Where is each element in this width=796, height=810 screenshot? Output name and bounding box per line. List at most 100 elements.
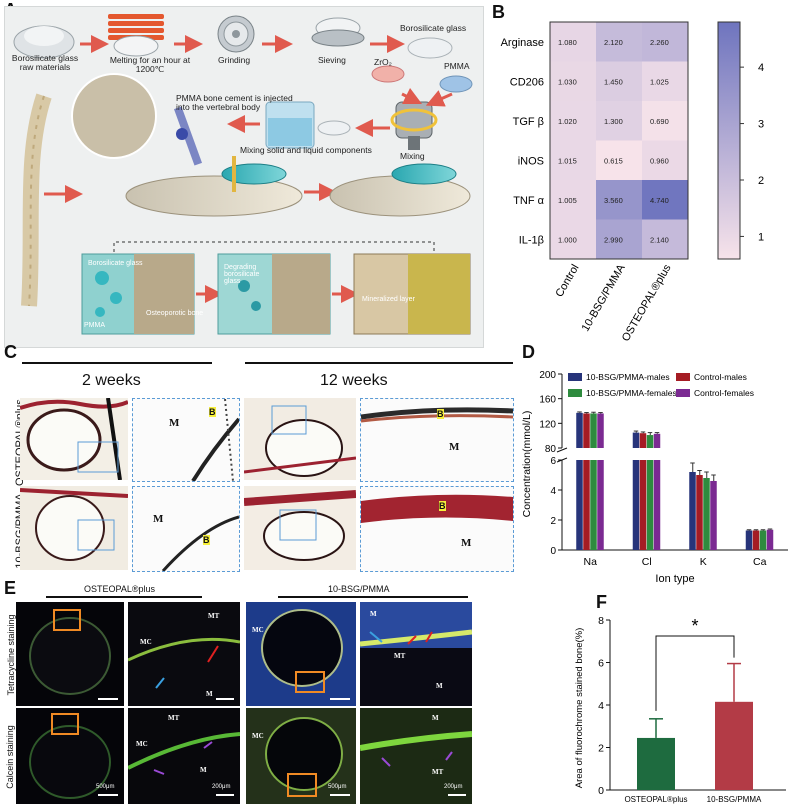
heatmap-cell-value: 2.990 — [604, 235, 623, 244]
scale-500: 500μm — [96, 784, 115, 790]
col1-title: 2 weeks — [82, 372, 141, 389]
e-group1-rule — [46, 596, 202, 598]
ion-concentration-chart: 801201602000246Concentration(mmol/L)Ion … — [521, 370, 788, 585]
heatmap-cell — [596, 180, 642, 220]
scale-200: 200μm — [444, 784, 463, 790]
legend-swatch — [676, 373, 690, 381]
histology-12w-osteopal — [244, 398, 356, 480]
histology-2w-bsg — [20, 486, 128, 570]
bar — [583, 413, 590, 448]
mc-label: MC — [252, 732, 264, 740]
y-tick-label: 160 — [539, 395, 556, 406]
e-group1-title: OSTEOPAL®plus — [84, 584, 155, 594]
mt-label: MT — [208, 612, 220, 620]
histology-2w-bsg-zoom: M B — [132, 486, 240, 572]
histology-2w-osteopal-zoom: M B — [132, 398, 240, 482]
bone-label: B — [209, 407, 216, 417]
m-label: M — [200, 766, 207, 774]
bar — [689, 472, 696, 550]
mixing-label: Mixing — [400, 151, 425, 161]
m-label: M — [436, 682, 443, 690]
heatmap-cell-value: 1.080 — [558, 38, 577, 47]
sieving-label: Sieving — [318, 55, 346, 65]
y-tick-label: 8 — [598, 615, 604, 627]
heatmap-row-label: Arginase — [501, 37, 544, 49]
heatmap-cell-value: 1.005 — [558, 196, 577, 205]
furnace-coils — [108, 14, 164, 57]
heatmap-cell-value: 2.120 — [604, 38, 623, 47]
heatmap-cell-value: 1.025 — [650, 77, 669, 86]
heatmap-cell-value: 0.960 — [650, 156, 669, 165]
mixing-solid-label: Mixing solid and liquid components — [240, 145, 372, 155]
heatmap-cell-value: 1.015 — [558, 156, 577, 165]
y-axis-label: Area of fluorochrome stained bone(%) — [574, 628, 585, 789]
zro2-powder — [371, 65, 405, 83]
stage-box-3 — [353, 253, 471, 335]
fluor-calcein-osteopal: 500μm — [16, 708, 124, 804]
raw-materials-label: Borosilicate glass raw materials — [11, 53, 79, 73]
melting-label: Melting for an hour at 1200℃ — [109, 55, 191, 75]
panel-d-label: D — [522, 342, 535, 362]
colorbar-tick-label: 1 — [758, 231, 764, 243]
panel-e-label: E — [4, 578, 17, 598]
stage1-bone-label: Osteoporotic bone — [146, 310, 204, 317]
mc-label: MC — [140, 638, 152, 646]
fluor-tetra-osteopal — [16, 602, 124, 706]
legend-label: Control-males — [694, 372, 747, 382]
y-tick-label: 2 — [550, 516, 556, 527]
bar — [752, 530, 760, 550]
mt-label: MT — [394, 652, 406, 660]
heatmap-cell — [596, 61, 642, 101]
legend-label: Control-females — [694, 388, 754, 398]
fluor-calcein-bsg: MC 500μm — [246, 708, 356, 804]
significance-marker: * — [691, 616, 698, 636]
pmma-label: PMMA — [444, 61, 470, 71]
bar — [597, 460, 604, 550]
heatmap-cell-value: 1.000 — [558, 235, 577, 244]
heatmap-row-label: TGF β — [513, 116, 544, 128]
y-tick-label: 120 — [539, 419, 556, 430]
y-tick-label: 200 — [539, 370, 556, 381]
bar — [646, 435, 654, 448]
mc-label: MC — [252, 626, 264, 634]
colorbar-tick-label: 2 — [758, 175, 764, 187]
bar — [632, 432, 640, 448]
bone-label: B — [203, 535, 210, 545]
heatmap-cell — [642, 180, 688, 220]
stage3-label: Mineralized layer — [362, 296, 415, 303]
heatmap-cell — [550, 101, 596, 141]
heatmap-cell — [642, 219, 688, 259]
heatmap-row-label: TNF α — [513, 195, 544, 207]
bar — [632, 460, 640, 550]
mc-label: MC — [136, 740, 148, 748]
histology-12w-bsg — [244, 486, 356, 570]
glass-powder — [407, 37, 453, 59]
panel-c-label: C — [4, 342, 17, 362]
bar — [576, 412, 583, 448]
heatmap-cell-value: 1.450 — [604, 77, 623, 86]
heatmap-cell-value: 0.615 — [604, 156, 623, 165]
x-tick-label: 10-BSG/PMMA — [707, 795, 762, 804]
mt-label: MT — [168, 714, 180, 722]
legend-swatch — [568, 373, 582, 381]
bar — [639, 433, 647, 448]
spine-illustration — [21, 93, 52, 307]
heatmap-row-label: IL-1β — [519, 234, 544, 246]
x-tick-label: Cl — [642, 556, 652, 568]
y-axis-label: Concentration(mmol/L) — [521, 411, 533, 518]
heatmap-cell-value: 3.560 — [604, 196, 623, 205]
y-tick-label: 4 — [598, 700, 604, 712]
heatmap-cell-value: 0.690 — [650, 117, 669, 126]
y-tick-label: 4 — [550, 486, 556, 497]
x-tick-label: OSTEOPAL®plus — [624, 795, 687, 804]
injection-label: PMMA bone cement is injected into the ve… — [176, 93, 293, 113]
heatmap-column-label: 10-BSG/PMMA — [580, 262, 628, 334]
heatmap-row-label: iNOS — [518, 155, 544, 167]
heatmap-column-label: Control — [553, 263, 581, 300]
y-tick-label: 2 — [598, 743, 604, 755]
y-tick-label: 80 — [545, 444, 557, 455]
schematic-illustration — [13, 14, 473, 335]
heatmap-frame — [549, 21, 689, 260]
